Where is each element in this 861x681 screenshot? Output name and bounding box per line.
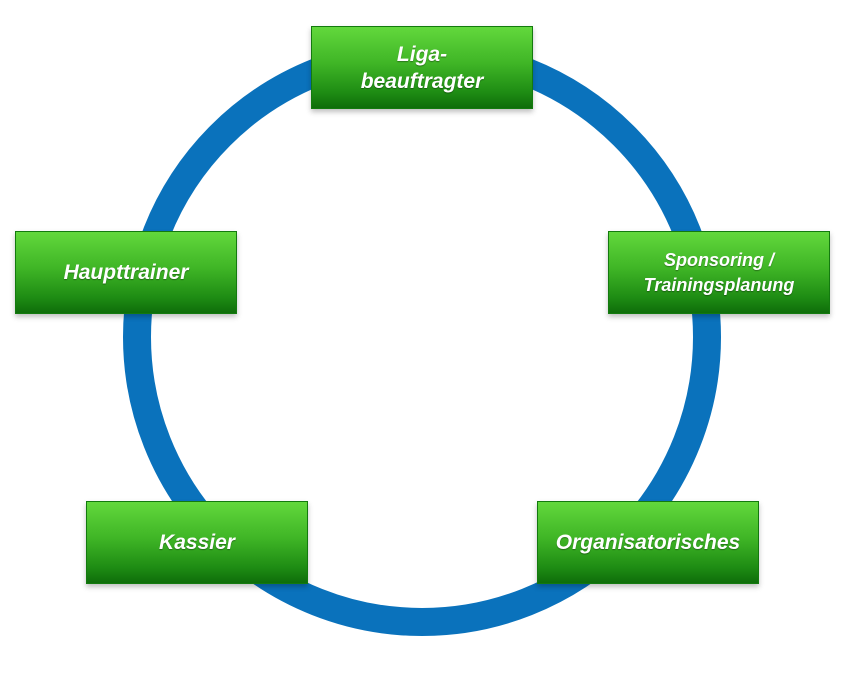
node-organisatorisches: Organisatorisches bbox=[537, 501, 759, 584]
node-label: Sponsoring / Trainingsplanung bbox=[643, 249, 795, 295]
node-label: Organisatorisches bbox=[555, 531, 741, 554]
node-sponsoring-trainingsplanung: Sponsoring / Trainingsplanung bbox=[608, 231, 830, 314]
node-ligabeauftragter: Liga- beauftragter bbox=[311, 26, 533, 109]
node-kassier: Kassier bbox=[86, 501, 308, 584]
node-label: Haupttrainer bbox=[63, 261, 189, 284]
node-label: Kassier bbox=[159, 531, 235, 554]
node-label: Liga- beauftragter bbox=[360, 42, 484, 93]
node-haupttrainer: Haupttrainer bbox=[15, 231, 237, 314]
